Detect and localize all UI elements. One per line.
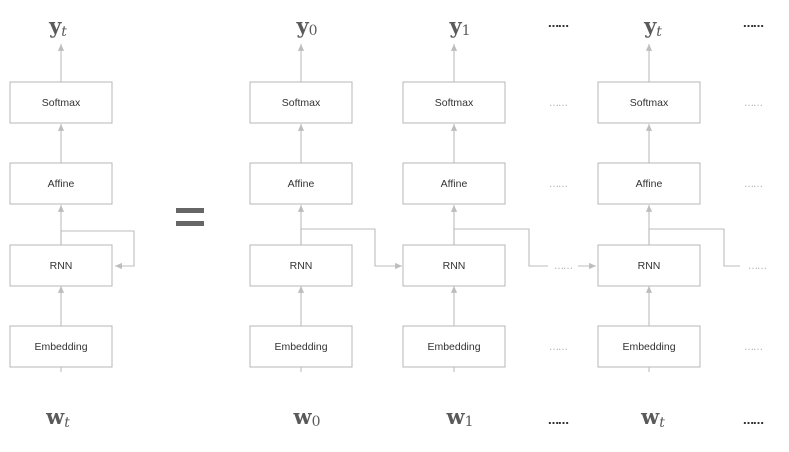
- ellipsis-embedding-right: ……: [744, 342, 762, 353]
- rnn-box: RNN: [402, 244, 506, 287]
- ellipsis-softmax-middle: ……: [549, 98, 567, 109]
- rnn-box: RNN: [9, 244, 113, 287]
- affine-box: Affine: [402, 162, 506, 205]
- folded-network: Softmax Affine RNN Embedding yt wt: [9, 13, 135, 431]
- right-ellipses: …… …… …… …… …… ……: [743, 17, 767, 427]
- rnn-label: RNN: [290, 260, 313, 272]
- softmax-box: Softmax: [597, 81, 701, 124]
- embedding-label: Embedding: [274, 341, 327, 353]
- softmax-box: Softmax: [9, 81, 113, 124]
- affine-label: Affine: [48, 178, 75, 190]
- input-variable: wt: [45, 404, 70, 431]
- unrolled-step-t: Softmax Affine RNN Embedding yt wt: [597, 13, 740, 431]
- ellipsis-softmax-right: ……: [744, 98, 762, 109]
- unrolled-step-1: Softmax Affine RNN Embedding y1 w1: [402, 13, 548, 430]
- recurrent-loop-arrow: [60, 230, 135, 270]
- embedding-box: Embedding: [9, 325, 113, 368]
- ellipsis-output-middle: ……: [548, 17, 569, 30]
- rnn-box: RNN: [249, 244, 353, 287]
- affine-label: Affine: [636, 178, 663, 190]
- softmax-box: Softmax: [249, 81, 353, 124]
- output-variable: y1: [448, 13, 470, 39]
- affine-box: Affine: [597, 162, 701, 205]
- softmax-label: Softmax: [282, 97, 321, 109]
- embedding-box: Embedding: [597, 325, 701, 368]
- rnn-label: RNN: [443, 260, 466, 272]
- softmax-label: Softmax: [435, 97, 474, 109]
- hidden-state-line: [648, 228, 740, 267]
- embedding-label: Embedding: [622, 341, 675, 353]
- embedding-box: Embedding: [402, 325, 506, 368]
- input-variable: w0: [293, 404, 321, 430]
- ellipsis-input-middle: ……: [548, 414, 569, 427]
- ellipsis-affine-right: ……: [744, 179, 762, 190]
- embedding-label: Embedding: [34, 341, 87, 353]
- hidden-state-arrow: [300, 228, 402, 270]
- rnn-box: RNN: [597, 244, 701, 287]
- ellipsis-output-right: ……: [743, 17, 764, 30]
- ellipsis-embedding-middle: ……: [549, 342, 567, 353]
- affine-label: Affine: [288, 178, 315, 190]
- ellipsis-affine-middle: ……: [549, 179, 567, 190]
- ellipsis-input-right: ……: [743, 414, 764, 427]
- input-variable: w1: [446, 404, 474, 430]
- input-variable: wt: [640, 404, 665, 431]
- softmax-label: Softmax: [630, 97, 669, 109]
- ellipsis-rnn-right: ……: [748, 261, 766, 272]
- equals-sign: [176, 208, 204, 226]
- embedding-label: Embedding: [427, 341, 480, 353]
- ellipsis-rnn-middle: ……: [554, 261, 572, 272]
- rnn-label: RNN: [50, 260, 73, 272]
- output-variable: y0: [295, 13, 317, 39]
- softmax-box: Softmax: [402, 81, 506, 124]
- hidden-state-line: [453, 228, 548, 267]
- rnn-label: RNN: [638, 260, 661, 272]
- embedding-box: Embedding: [249, 325, 353, 368]
- middle-ellipses: …… …… …… …… …… ……: [548, 17, 596, 427]
- softmax-label: Softmax: [42, 97, 81, 109]
- unrolled-step-0: Softmax Affine RNN Embedding y0 w0: [249, 13, 402, 430]
- output-variable: yt: [643, 13, 662, 40]
- affine-box: Affine: [9, 162, 113, 205]
- affine-box: Affine: [249, 162, 353, 205]
- output-variable: yt: [48, 13, 67, 40]
- affine-label: Affine: [441, 178, 468, 190]
